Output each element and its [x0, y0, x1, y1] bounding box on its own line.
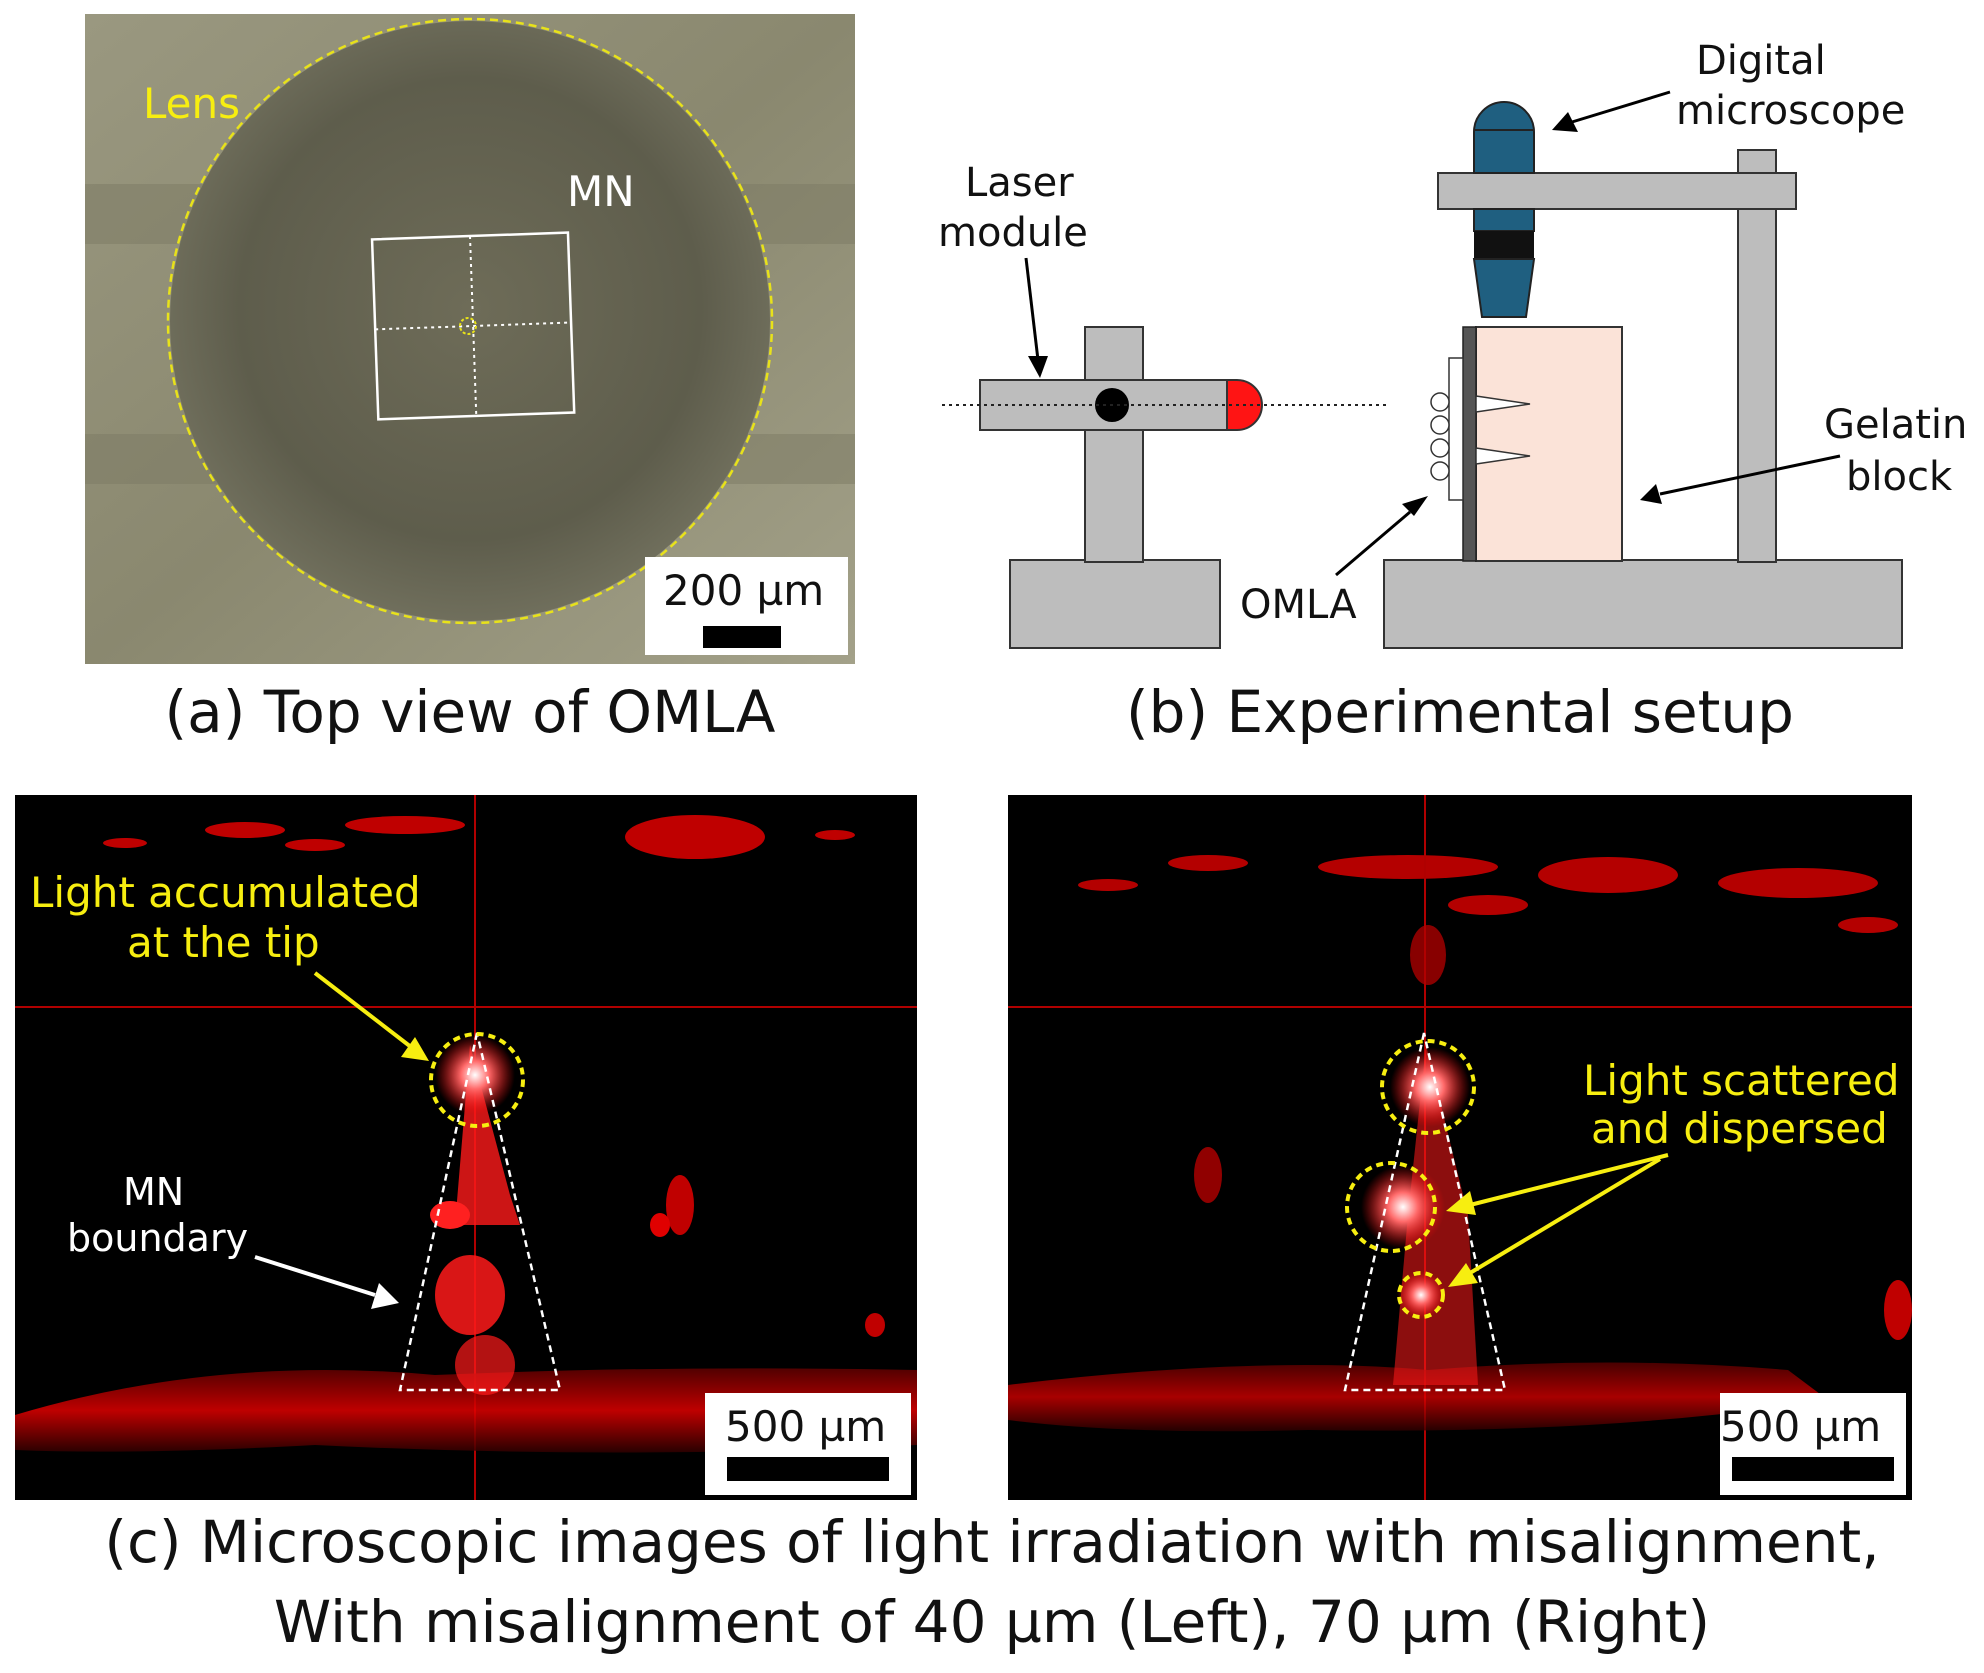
digital-microscope-label-2: microscope — [1676, 88, 1905, 134]
scatter-highlight-circle-1 — [1345, 1161, 1437, 1253]
surface-scatter — [1078, 855, 1898, 985]
caption-b: (b) Experimental setup — [1126, 678, 1794, 746]
needle-light — [1194, 1045, 1912, 1385]
annotation-scatter-arrow-1 — [1446, 1153, 1669, 1215]
lens-outline — [166, 17, 774, 625]
caption-c-line-1: (c) Microscopic images of light irradiat… — [104, 1508, 1880, 1576]
mn-tip-marker — [459, 317, 477, 335]
panel-c-left-micrograph: Light accumulated at the tip MN boundary… — [15, 795, 917, 1500]
laser-stand-base — [1009, 559, 1221, 649]
microscope-arm — [1437, 172, 1797, 210]
panel-a-micrograph: Lens MN 200 µm — [85, 14, 855, 664]
laser-module-label-1: Laser — [965, 160, 1074, 206]
lens-label: Lens — [143, 79, 240, 128]
omla-label: OMLA — [1240, 582, 1357, 628]
annotation-boundary-line-1: MN — [123, 1170, 184, 1214]
annotation-scatter-line-2: and dispersed — [1591, 1104, 1888, 1153]
lens-body — [170, 21, 770, 621]
surface-scatter — [103, 815, 855, 859]
microscope-stand-post — [1737, 149, 1777, 563]
omla-arrow — [1335, 496, 1428, 577]
gelatin-arrow — [1640, 454, 1841, 504]
floor-glow — [1008, 1362, 1828, 1432]
annotation-tip-arrow — [313, 971, 429, 1061]
annotation-tip-line-2: at the tip — [127, 918, 320, 967]
scatter-highlight-circle-2 — [1397, 1271, 1445, 1319]
scale-bar-a: 200 µm — [645, 557, 848, 655]
svg-text:200 µm: 200 µm — [663, 566, 824, 615]
svg-text:500 µm: 500 µm — [1720, 1402, 1881, 1451]
laser-module-arrow — [1024, 257, 1048, 378]
microscope-stand-base — [1383, 559, 1903, 649]
tip-highlight-circle — [1380, 1039, 1476, 1135]
annotation-scatter-line-1: Light scattered — [1583, 1056, 1900, 1105]
gelatin-block-label-2: block — [1846, 454, 1953, 500]
digital-microscope-label-1: Digital — [1696, 38, 1826, 84]
annotation-scatter-arrow-2 — [1448, 1157, 1662, 1287]
caption-a: (a) Top view of OMLA — [164, 678, 776, 746]
floor-glow — [15, 1368, 917, 1453]
microscope-arrow — [1552, 90, 1671, 132]
caption-c-line-2: With misalignment of 40 µm (Left), 70 µm… — [273, 1588, 1711, 1656]
laser-stand-post — [1084, 326, 1144, 563]
gelatin-block-label-1: Gelatin — [1824, 402, 1967, 448]
mn-label: MN — [567, 167, 635, 216]
mn-boundary — [398, 1032, 562, 1392]
annotation-boundary-line-2: boundary — [67, 1216, 248, 1260]
scale-bar-c-right: 500 µm — [1720, 1393, 1906, 1495]
annotation-tip-line-1: Light accumulated — [30, 868, 421, 917]
gelatin-block — [1475, 326, 1623, 562]
scale-bar-c-left: 500 µm — [705, 1393, 911, 1495]
panel-c-right-micrograph: Light scattered and dispersed 500 µm — [1008, 795, 1912, 1500]
needle-light — [430, 1035, 885, 1395]
annotation-boundary-arrow — [254, 1255, 399, 1309]
mn-outline — [370, 231, 576, 421]
tip-highlight-circle — [429, 1032, 525, 1128]
digital-microscope — [1472, 101, 1536, 318]
omla-holder — [1462, 326, 1477, 562]
svg-text:500 µm: 500 µm — [725, 1402, 886, 1451]
omla-microneedles — [1430, 357, 1531, 501]
panel-b-diagram: Laser module Digital microscope Gelatin … — [938, 38, 1967, 649]
laser-module-label-2: module — [938, 210, 1088, 256]
